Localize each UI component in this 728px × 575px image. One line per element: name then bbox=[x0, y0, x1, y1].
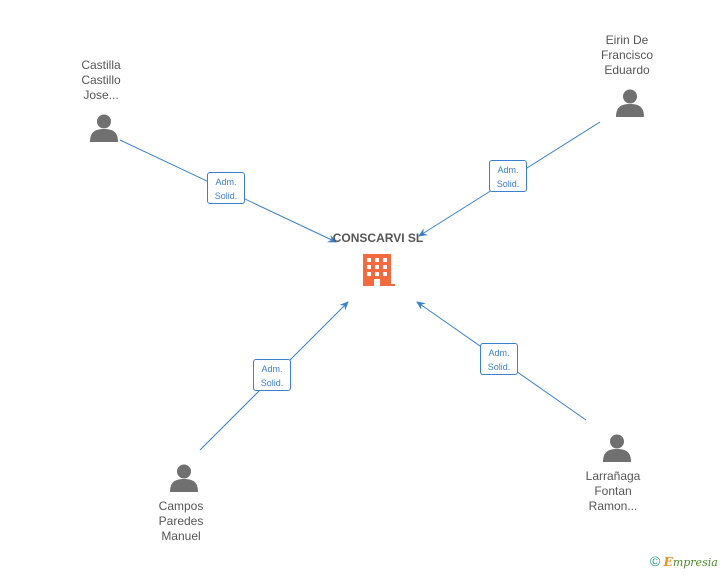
person-name-line: Eirin De bbox=[605, 33, 649, 47]
person-icon-campos[interactable] bbox=[170, 464, 198, 493]
person-name-line: Fontan bbox=[594, 484, 632, 498]
relation-line: Adm. bbox=[215, 177, 237, 187]
person-label-campos[interactable]: Campos Paredes Manuel bbox=[126, 499, 236, 544]
person-name-line: Campos bbox=[158, 499, 204, 513]
person-name-line: Manuel bbox=[161, 529, 201, 543]
copyright-icon: © bbox=[650, 553, 661, 569]
person-name-line: Jose... bbox=[83, 88, 119, 102]
person-name-line: Castilla bbox=[81, 58, 121, 72]
relation-line: Adm. bbox=[497, 165, 519, 175]
relation-label-castilla[interactable]: Adm. Solid. bbox=[207, 172, 245, 204]
relation-line: Solid. bbox=[496, 179, 520, 189]
building-icon[interactable] bbox=[363, 254, 395, 286]
person-label-eirin[interactable]: Eirin De Francisco Eduardo bbox=[572, 33, 682, 78]
person-icon-eirin[interactable] bbox=[616, 89, 644, 118]
brand-logo-e: E bbox=[663, 555, 673, 569]
relation-line: Solid. bbox=[260, 378, 284, 388]
person-label-larranaga[interactable]: Larrañaga Fontan Ramon... bbox=[558, 469, 668, 514]
relation-line: Adm. bbox=[488, 348, 510, 358]
person-label-castilla[interactable]: Castilla Castillo Jose... bbox=[46, 58, 156, 103]
brand-footer[interactable]: © Empresia bbox=[650, 553, 718, 569]
person-name-line: Ramon... bbox=[588, 499, 638, 513]
relation-label-eirin[interactable]: Adm. Solid. bbox=[489, 160, 527, 192]
relation-label-larranaga[interactable]: Adm. Solid. bbox=[480, 343, 518, 375]
relation-line: Adm. bbox=[261, 364, 283, 374]
person-icon-castilla[interactable] bbox=[90, 114, 118, 143]
person-name-line: Larrañaga bbox=[585, 469, 641, 483]
relation-line: Solid. bbox=[487, 362, 511, 372]
company-name[interactable]: CONSCARVI SL bbox=[332, 231, 424, 245]
person-icon-larranaga[interactable] bbox=[603, 434, 631, 463]
brand-logo-text: mpresia bbox=[672, 556, 718, 569]
relation-line: Solid. bbox=[214, 191, 238, 201]
person-name-line: Eduardo bbox=[604, 63, 650, 77]
person-name-line: Francisco bbox=[600, 48, 653, 62]
person-name-line: Castillo bbox=[81, 73, 121, 87]
relation-label-campos[interactable]: Adm. Solid. bbox=[253, 359, 291, 391]
person-name-line: Paredes bbox=[158, 514, 204, 528]
